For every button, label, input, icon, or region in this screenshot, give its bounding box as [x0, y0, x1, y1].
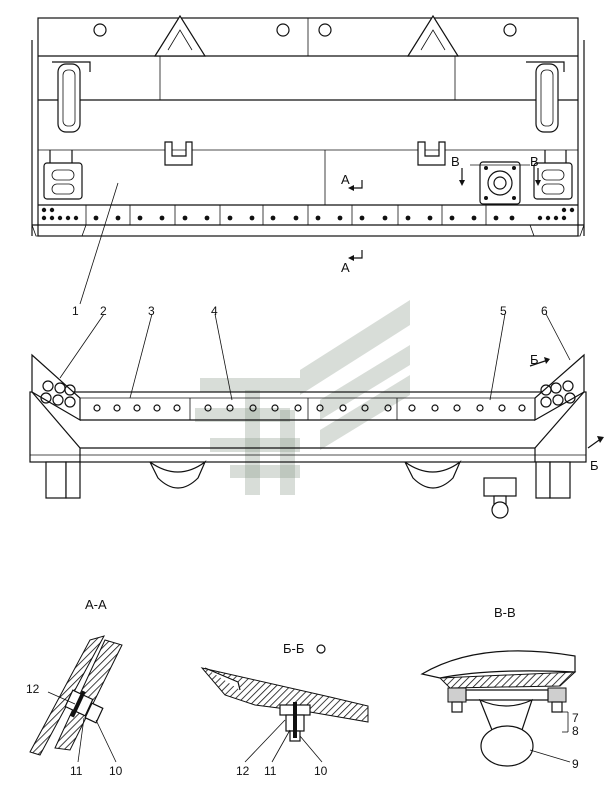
watermark-logo: [195, 300, 410, 495]
section-mark-a-top: А: [341, 172, 350, 187]
callout-9: 9: [572, 757, 579, 771]
front-frame: [29, 391, 587, 463]
callout-3: 3: [148, 304, 155, 318]
right-wing: [534, 353, 585, 462]
leg-right-inner: [535, 461, 551, 499]
section-cut-v: В В: [451, 154, 541, 186]
leg-left-inner: [65, 461, 81, 499]
spring-mount-right: [533, 150, 573, 200]
section-title-aa: А-А: [85, 597, 107, 612]
callout-11-aa: 11: [70, 764, 83, 778]
hitch-bracket-right: [417, 141, 446, 166]
section-vv-detail: [420, 650, 577, 767]
pivot-flange: [479, 161, 521, 205]
section-title-vv: В-В: [494, 605, 516, 620]
callout-2: 2: [100, 304, 107, 318]
section-cut-a-top: А: [341, 172, 363, 191]
spring-mount-left: [43, 150, 83, 200]
callout-4: 4: [211, 304, 218, 318]
section-rotation-icon: [316, 644, 326, 654]
section-mark-v-right: В: [530, 154, 539, 169]
callout-1: 1: [72, 304, 79, 318]
leg-left-outer: [45, 461, 67, 499]
callout-8: 8: [572, 724, 579, 738]
section-cut-a-bottom: А: [341, 250, 363, 275]
callout-11-bb: 11: [264, 764, 277, 778]
callout-10-aa: 10: [109, 764, 123, 778]
section-title-bb: Б-Б: [283, 641, 304, 656]
callout-12-aa: 12: [26, 682, 40, 696]
saddle-right: [404, 460, 462, 489]
top-view: А А В В: [31, 14, 585, 305]
section-mark-b-right: Б: [590, 458, 599, 473]
section-bb-detail: [200, 644, 369, 763]
wheel-left: [52, 61, 91, 133]
callout-labels: 1 2 3 4 5 6 7 8 9 10 10 11 11 12 12: [26, 304, 579, 778]
section-titles: А-А Б-Б В-В: [85, 597, 516, 656]
saddle-left: [149, 460, 207, 489]
section-mark-b-left: Б: [530, 352, 539, 367]
blade-segments-top: [31, 205, 585, 237]
wheel-right: [526, 61, 565, 133]
hitch-bracket-left: [164, 141, 193, 166]
lifting-lug-right: [406, 14, 460, 57]
section-aa-detail: [29, 635, 123, 763]
front-view: Б Б: [29, 313, 604, 519]
callout-10-bb: 10: [314, 764, 328, 778]
callout-6: 6: [541, 304, 548, 318]
section-mark-v-left: В: [451, 154, 460, 169]
section-cut-b-right: Б: [587, 436, 604, 473]
section-cut-b-top: Б: [529, 352, 550, 367]
leg-right-outer: [549, 461, 571, 499]
callout-5: 5: [500, 304, 507, 318]
blade-holes-front: [80, 397, 535, 420]
ball-joint-front: [483, 477, 517, 519]
section-mark-a-bottom: А: [341, 260, 350, 275]
lifting-lug-left: [153, 14, 207, 57]
callout-12-bb: 12: [236, 764, 250, 778]
callout-7: 7: [572, 711, 579, 725]
left-wing: [31, 353, 81, 462]
